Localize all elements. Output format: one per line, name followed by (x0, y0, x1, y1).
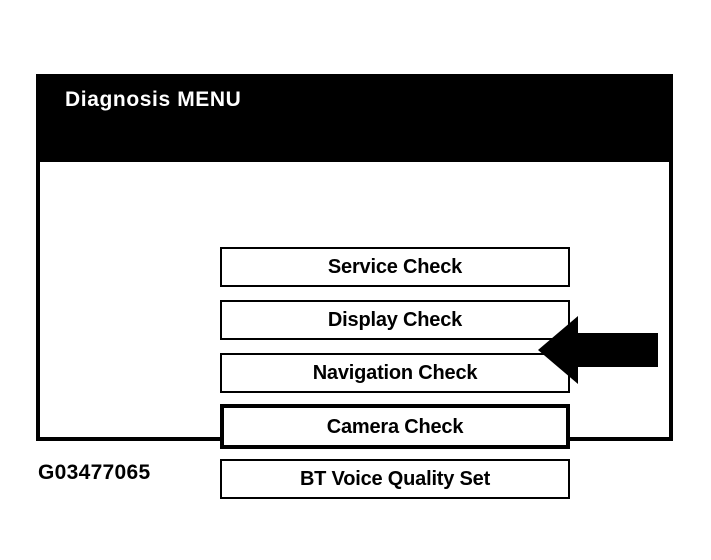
menu-button-bt-voice-quality-set[interactable]: BT Voice Quality Set (220, 459, 570, 499)
menu-button-navigation-check[interactable]: Navigation Check (220, 353, 570, 393)
title-bar: Diagnosis MENU (36, 74, 673, 162)
menu-button-label: Navigation Check (312, 362, 478, 384)
figure-caption: G03477065 (38, 461, 151, 484)
menu-button-label: BT Voice Quality Set (299, 468, 491, 490)
arrow-left-icon (538, 314, 658, 386)
menu-button-label: Display Check (327, 309, 463, 331)
menu-button-label: Service Check (327, 256, 463, 278)
page-title: Diagnosis MENU (65, 88, 242, 111)
menu-button-service-check[interactable]: Service Check (220, 247, 570, 287)
menu-button-camera-check[interactable]: Camera Check (220, 404, 570, 449)
menu-button-label: Camera Check (326, 415, 464, 438)
diagnosis-menu-list: Service Check Display Check Navigation C… (220, 247, 570, 512)
menu-button-display-check[interactable]: Display Check (220, 300, 570, 340)
